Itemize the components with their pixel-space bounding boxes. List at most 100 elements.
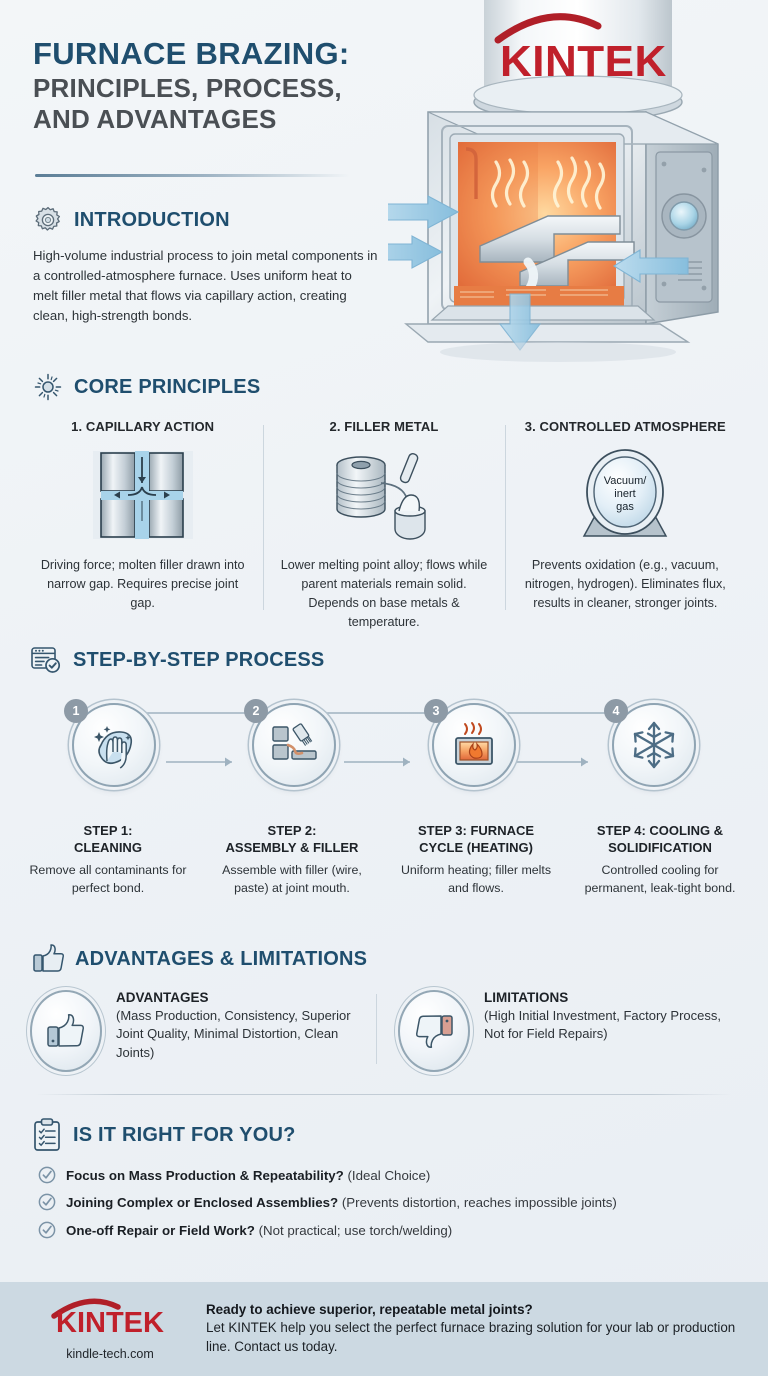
cleaning-wipe-hand-icon: [94, 726, 133, 769]
thumbs-down-badge-icon: [398, 990, 470, 1072]
process-step: 2: [204, 685, 384, 813]
brand-logo-header: KINTEK: [500, 37, 667, 86]
limitations-block: LIMITATIONS (High Initial Investment, Fa…: [370, 990, 738, 1072]
step-title-line-1: STEP 3: FURNACE: [417, 823, 535, 838]
list-item-question: One-off Repair or Field Work?: [66, 1222, 255, 1238]
process-section: STEP-BY-STEP PROCESS 1: [0, 645, 768, 898]
title-divider: [35, 174, 350, 177]
furnace-flame-icon: [455, 722, 493, 765]
core-principles-columns: 1. CAPILLARY ACTION: [0, 419, 768, 632]
process-step-label: STEP 3: FURNACE CYCLE (HEATING) Uniform …: [384, 823, 568, 898]
advantages-block: ADVANTAGES (Mass Production, Consistency…: [30, 990, 370, 1072]
title-line-1: FURNACE BRAZING:: [33, 36, 350, 71]
thumbs-up-glyph: [47, 1014, 84, 1047]
step-number-badge: 3: [424, 699, 448, 723]
core-principle-item: 2. FILLER METAL: [263, 419, 504, 632]
right-for-you-list: Focus on Mass Production & Repeatability…: [0, 1166, 768, 1239]
footer-body: Let KINTEK help you select the perfect f…: [206, 1319, 736, 1354]
introduction-section: INTRODUCTION High-volume industrial proc…: [33, 205, 378, 326]
process-step-label: STEP 4: COOLING & SOLIDIFICATION Control…: [568, 823, 752, 898]
filler-spool-paste-icon: [336, 453, 426, 540]
process-step: 4: [564, 685, 744, 813]
step-number-badge: 1: [64, 699, 88, 723]
advantages-title: ADVANTAGES & LIMITATIONS: [75, 947, 368, 970]
advantages-heading: ADVANTAGES & LIMITATIONS: [32, 944, 768, 974]
title-line-3: AND ADVANTAGES: [33, 104, 277, 135]
step-body: Assemble with filler (wire, paste) at jo…: [222, 863, 362, 896]
core-principle-body: Driving force; molten filler drawn into …: [40, 558, 245, 610]
process-flow: 1 2: [0, 685, 768, 813]
advantages-body: (Mass Production, Consistency, Superior …: [116, 1008, 351, 1060]
introduction-body: High-volume industrial process to join m…: [33, 248, 378, 324]
process-step: 3: [384, 685, 564, 813]
right-for-you-section: IS IT RIGHT FOR YOU? Focus on Mass Produ…: [0, 1118, 768, 1248]
list-item-answer: (Not practical; use torch/welding): [258, 1222, 453, 1238]
vacuum-label-line-2: inert: [615, 488, 636, 500]
step-icon-circle: [612, 703, 696, 787]
step-title-line-2: SOLIDIFICATION: [608, 839, 712, 855]
check-circle-icon: [38, 1166, 56, 1184]
right-for-you-title: IS IT RIGHT FOR YOU?: [73, 1123, 296, 1146]
core-principle-item: 3. CONTROLLED ATMOSPHERE Vacuum/: [504, 419, 746, 632]
advantages-columns: ADVANTAGES (Mass Production, Consistency…: [0, 990, 768, 1072]
footer-logo-text: KINTEK: [56, 1307, 164, 1339]
core-principle-heading: 3. CONTROLLED ATMOSPHERE: [524, 419, 726, 434]
footer-cta: Ready to achieve superior, repeatable me…: [206, 1302, 742, 1356]
core-principle-heading: 1. CAPILLARY ACTION: [71, 419, 215, 434]
step-title-line-2: ASSEMBLY & FILLER: [225, 839, 359, 855]
step-body: Uniform heating; filler melts and flows.: [400, 863, 552, 896]
footer-url[interactable]: kindle-tech.com: [66, 1346, 154, 1361]
list-item: Joining Complex or Enclosed Assemblies? …: [38, 1193, 768, 1211]
process-steps: 1 2: [0, 685, 768, 813]
step-title-line-2: CLEANING: [74, 839, 142, 855]
limitations-body: (High Initial Investment, Factory Proces…: [484, 1008, 721, 1042]
list-item-question: Joining Complex or Enclosed Assemblies?: [66, 1195, 339, 1211]
footer: KINTEK kindle-tech.com Ready to achieve …: [0, 1282, 768, 1376]
footer-headline: Ready to achieve superior, repeatable me…: [206, 1301, 533, 1317]
checklist-window-icon: [31, 647, 61, 673]
thumbs-up-badge-icon: [30, 990, 102, 1072]
core-principle-body: Prevents oxidation (e.g., vacuum, nitrog…: [524, 558, 726, 610]
gear-icon: [35, 206, 61, 231]
sun-burst-icon: [34, 373, 62, 401]
core-principle-item: 1. CAPILLARY ACTION: [22, 419, 263, 632]
list-item-answer: (Prevents distortion, reaches impossible…: [341, 1195, 617, 1211]
core-principle-heading: 2. FILLER METAL: [329, 419, 439, 434]
page-title: FURNACE BRAZING: PRINCIPLES, PROCESS, AN…: [33, 36, 453, 136]
process-step-labels: STEP 1: CLEANING Remove all contaminants…: [0, 823, 768, 898]
process-step: 1: [24, 685, 204, 813]
check-circle-icon: [38, 1193, 56, 1211]
assembly-filler-brush-icon: [272, 723, 317, 760]
step-body: Remove all contaminants for perfect bond…: [29, 863, 187, 896]
snowflake-icon: [633, 721, 675, 769]
list-item: Focus on Mass Production & Repeatability…: [38, 1166, 768, 1184]
list-item-answer: (Ideal Choice): [347, 1168, 431, 1183]
vacuum-label-line-3: gas: [616, 501, 634, 513]
check-circle-icon: [38, 1221, 56, 1238]
list-item-question: Focus on Mass Production & Repeatability…: [66, 1168, 344, 1183]
step-number-badge: 2: [244, 699, 268, 723]
vacuum-label-line-1: Vacuum/: [604, 475, 648, 487]
core-principles-heading: CORE PRINCIPLES: [33, 372, 768, 402]
capillary-joint-icon: [92, 451, 193, 539]
list-item: One-off Repair or Field Work? (Not pract…: [38, 1221, 768, 1239]
step-body: Controlled cooling for permanent, leak-t…: [584, 863, 736, 896]
limitations-label: LIMITATIONS: [484, 990, 569, 1005]
step-title-line-1: STEP 4: COOLING &: [596, 823, 724, 838]
thumbs-up-icon: [33, 944, 64, 972]
introduction-title: INTRODUCTION: [74, 208, 230, 231]
introduction-heading: INTRODUCTION: [33, 205, 378, 235]
footer-logo[interactable]: KINTEK kindle-tech.com: [26, 1298, 194, 1361]
core-principles-section: CORE PRINCIPLES 1. CAPILLARY ACTION: [0, 372, 768, 632]
right-for-you-heading: IS IT RIGHT FOR YOU?: [32, 1118, 768, 1152]
process-step-label: STEP 1: CLEANING Remove all contaminants…: [16, 823, 200, 898]
furnace-illustration: KINTEK: [388, 0, 719, 362]
step-title-line-2: CYCLE (HEATING): [419, 839, 533, 855]
footer-brand-mark: KINTEK: [51, 1298, 164, 1339]
title-line-2: PRINCIPLES, PROCESS,: [33, 72, 342, 103]
step-title-line-1: STEP 2:: [267, 823, 317, 838]
section-divider: [36, 1094, 732, 1095]
thumbs-down-glyph: [416, 1015, 453, 1048]
process-title: STEP-BY-STEP PROCESS: [73, 648, 325, 671]
